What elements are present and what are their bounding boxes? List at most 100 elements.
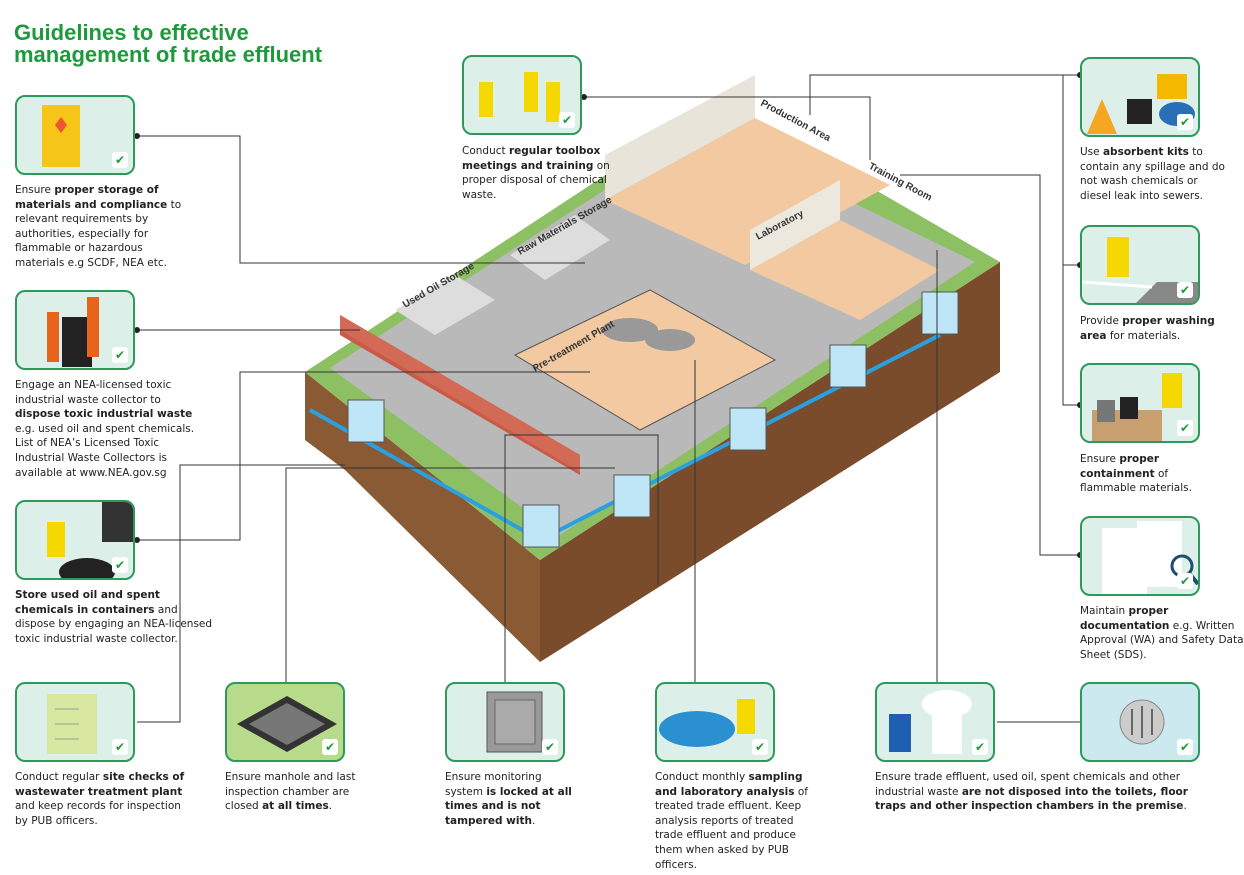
card-toilet: ✔ (875, 682, 995, 762)
check-icon: ✔ (972, 739, 988, 755)
caption-text: Ensure monitoring system (445, 771, 542, 798)
check-icon: ✔ (542, 739, 558, 755)
caption-monitoring: Ensure monitoring system is locked at al… (445, 770, 575, 828)
card-documentation: ✔ (1080, 516, 1200, 596)
raw-materials-shed (510, 215, 610, 280)
caption-text: Ensure manhole and last inspection chamb… (225, 771, 356, 813)
caption-text: Conduct (462, 145, 509, 157)
caption-site-checks: Conduct regular site checks of wastewate… (15, 770, 185, 828)
check-icon: ✔ (559, 112, 575, 128)
container-worker-icon (47, 502, 133, 578)
caption-emphasis: Store used oil and spent chemicals in co… (15, 589, 160, 616)
inspection-chambers (347, 291, 959, 548)
check-icon: ✔ (752, 739, 768, 755)
caption-text: Provide (1080, 315, 1123, 327)
check-icon: ✔ (112, 739, 128, 755)
checklist-icon (47, 694, 97, 754)
card-site-checks: ✔ (15, 682, 135, 762)
caption-store-containers: Store used oil and spent chemicals in co… (15, 588, 215, 646)
check-icon: ✔ (112, 347, 128, 363)
page-title: Guidelines to effective management of tr… (14, 20, 323, 67)
caption-text: Ensure trade effluent, used oil, spent c… (875, 771, 1181, 798)
caption-text: of treated trade effluent. Keep analysis… (655, 785, 808, 871)
caption-emphasis: proper containment (1080, 453, 1160, 480)
brick-wall-side (340, 315, 580, 472)
caption-text: e.g. used oil and spent chemicals. List … (15, 422, 195, 479)
caption-emphasis: proper storage of materials and complian… (15, 184, 168, 211)
caption-emphasis: proper documentation (1080, 605, 1170, 632)
caption-text: . (1183, 800, 1187, 813)
caption-text: on proper disposal of chemical waste. (462, 159, 610, 201)
card-sampling: ✔ (655, 682, 775, 762)
caption-text: Ensure (1080, 453, 1120, 465)
caption-manhole: Ensure manhole and last inspection chamb… (225, 770, 375, 814)
pretreatment-plant-area (513, 289, 777, 431)
jerrycan-icon (1092, 373, 1182, 441)
caption-text: to contain any spillage and do not wash … (1080, 146, 1225, 202)
sampling-worker-icon (659, 699, 755, 747)
building-back-wall (605, 75, 755, 200)
caption-text: Maintain (1080, 605, 1129, 617)
monitoring-cabinet-icon (486, 691, 543, 753)
check-icon: ✔ (1177, 739, 1193, 755)
drum-workers-icon (47, 297, 99, 367)
manhole-cover-icon (237, 696, 337, 752)
hazard-cabinet-icon (42, 105, 80, 167)
caption-text: Ensure (15, 184, 55, 196)
caption-emphasis: sampling and laboratory analysis (655, 771, 803, 798)
caption-emphasis: dispose toxic industrial waste (15, 408, 193, 421)
treatment-tank (645, 329, 695, 351)
caption-dispose-toxic: Engage an NEA-licensed toxic industrial … (15, 378, 200, 480)
caption-absorbent: Use absorbent kits to contain any spilla… (1080, 145, 1230, 203)
check-icon: ✔ (322, 739, 338, 755)
card-manhole: ✔ (225, 682, 345, 762)
card-washing: ✔ (1080, 225, 1200, 305)
floor-trap-icon (1119, 699, 1165, 745)
check-icon: ✔ (1177, 282, 1193, 298)
caption-text: and dispose by engaging an NEA-licensed … (15, 603, 213, 645)
card-absorbent: ✔ (1080, 57, 1200, 137)
card-floor-trap: ✔ (1080, 682, 1200, 762)
caption-text: e.g. Written Approval (WA) and Safety Da… (1080, 619, 1244, 661)
caption-emphasis: at all times (262, 800, 329, 813)
caption-text: Engage an NEA-licensed toxic industrial … (15, 379, 172, 406)
toilet-icon (889, 690, 972, 754)
caption-emphasis: are not disposed into the toilets, floor… (875, 785, 1188, 813)
check-icon: ✔ (1177, 114, 1193, 130)
caption-text: Use (1080, 146, 1103, 158)
caption-emphasis: site checks of wastewater treatment plan… (15, 771, 185, 798)
caption-toolbox: Conduct regular toolbox meetings and tra… (462, 144, 612, 202)
connector-lines (137, 74, 1080, 723)
check-icon: ✔ (112, 557, 128, 573)
caption-emphasis: regular toolbox meetings and training (462, 145, 601, 172)
caption-emphasis: absorbent kits (1102, 146, 1189, 158)
card-toolbox: ✔ (462, 55, 582, 135)
used-oil-shed (395, 275, 495, 335)
card-dispose-toxic: ✔ (15, 290, 135, 370)
laboratory-floor (750, 220, 940, 320)
caption-containment: Ensure proper containment of flammable m… (1080, 452, 1210, 496)
check-icon: ✔ (1177, 420, 1193, 436)
caption-washing: Provide proper washing area for material… (1080, 314, 1240, 343)
check-icon: ✔ (1177, 573, 1193, 589)
check-icon: ✔ (112, 152, 128, 168)
caption-emphasis: proper washing area (1080, 315, 1215, 342)
caption-emphasis: is locked at all times and is not tamper… (445, 785, 572, 827)
lab-wall (750, 180, 840, 270)
caption-text: . (328, 800, 333, 813)
caption-documentation: Maintain proper documentation e.g. Writt… (1080, 604, 1244, 662)
card-store-containers: ✔ (15, 500, 135, 580)
card-storage: ✔ (15, 95, 135, 175)
caption-text: . (531, 814, 536, 827)
toolbox-meeting-icon (479, 72, 560, 122)
caption-text: and keep records for inspection by PUB o… (15, 800, 181, 827)
caption-storage: Ensure proper storage of materials and c… (15, 183, 185, 271)
caption-toilet: Ensure trade effluent, used oil, spent c… (875, 770, 1215, 814)
card-monitoring: ✔ (445, 682, 565, 762)
caption-text: for materials. (1106, 329, 1181, 342)
caption-text: to relevant requirements by authorities,… (15, 198, 182, 269)
caption-text: Conduct monthly (655, 771, 749, 783)
production-area-floor (605, 118, 890, 265)
caption-text: Conduct regular (15, 771, 103, 783)
